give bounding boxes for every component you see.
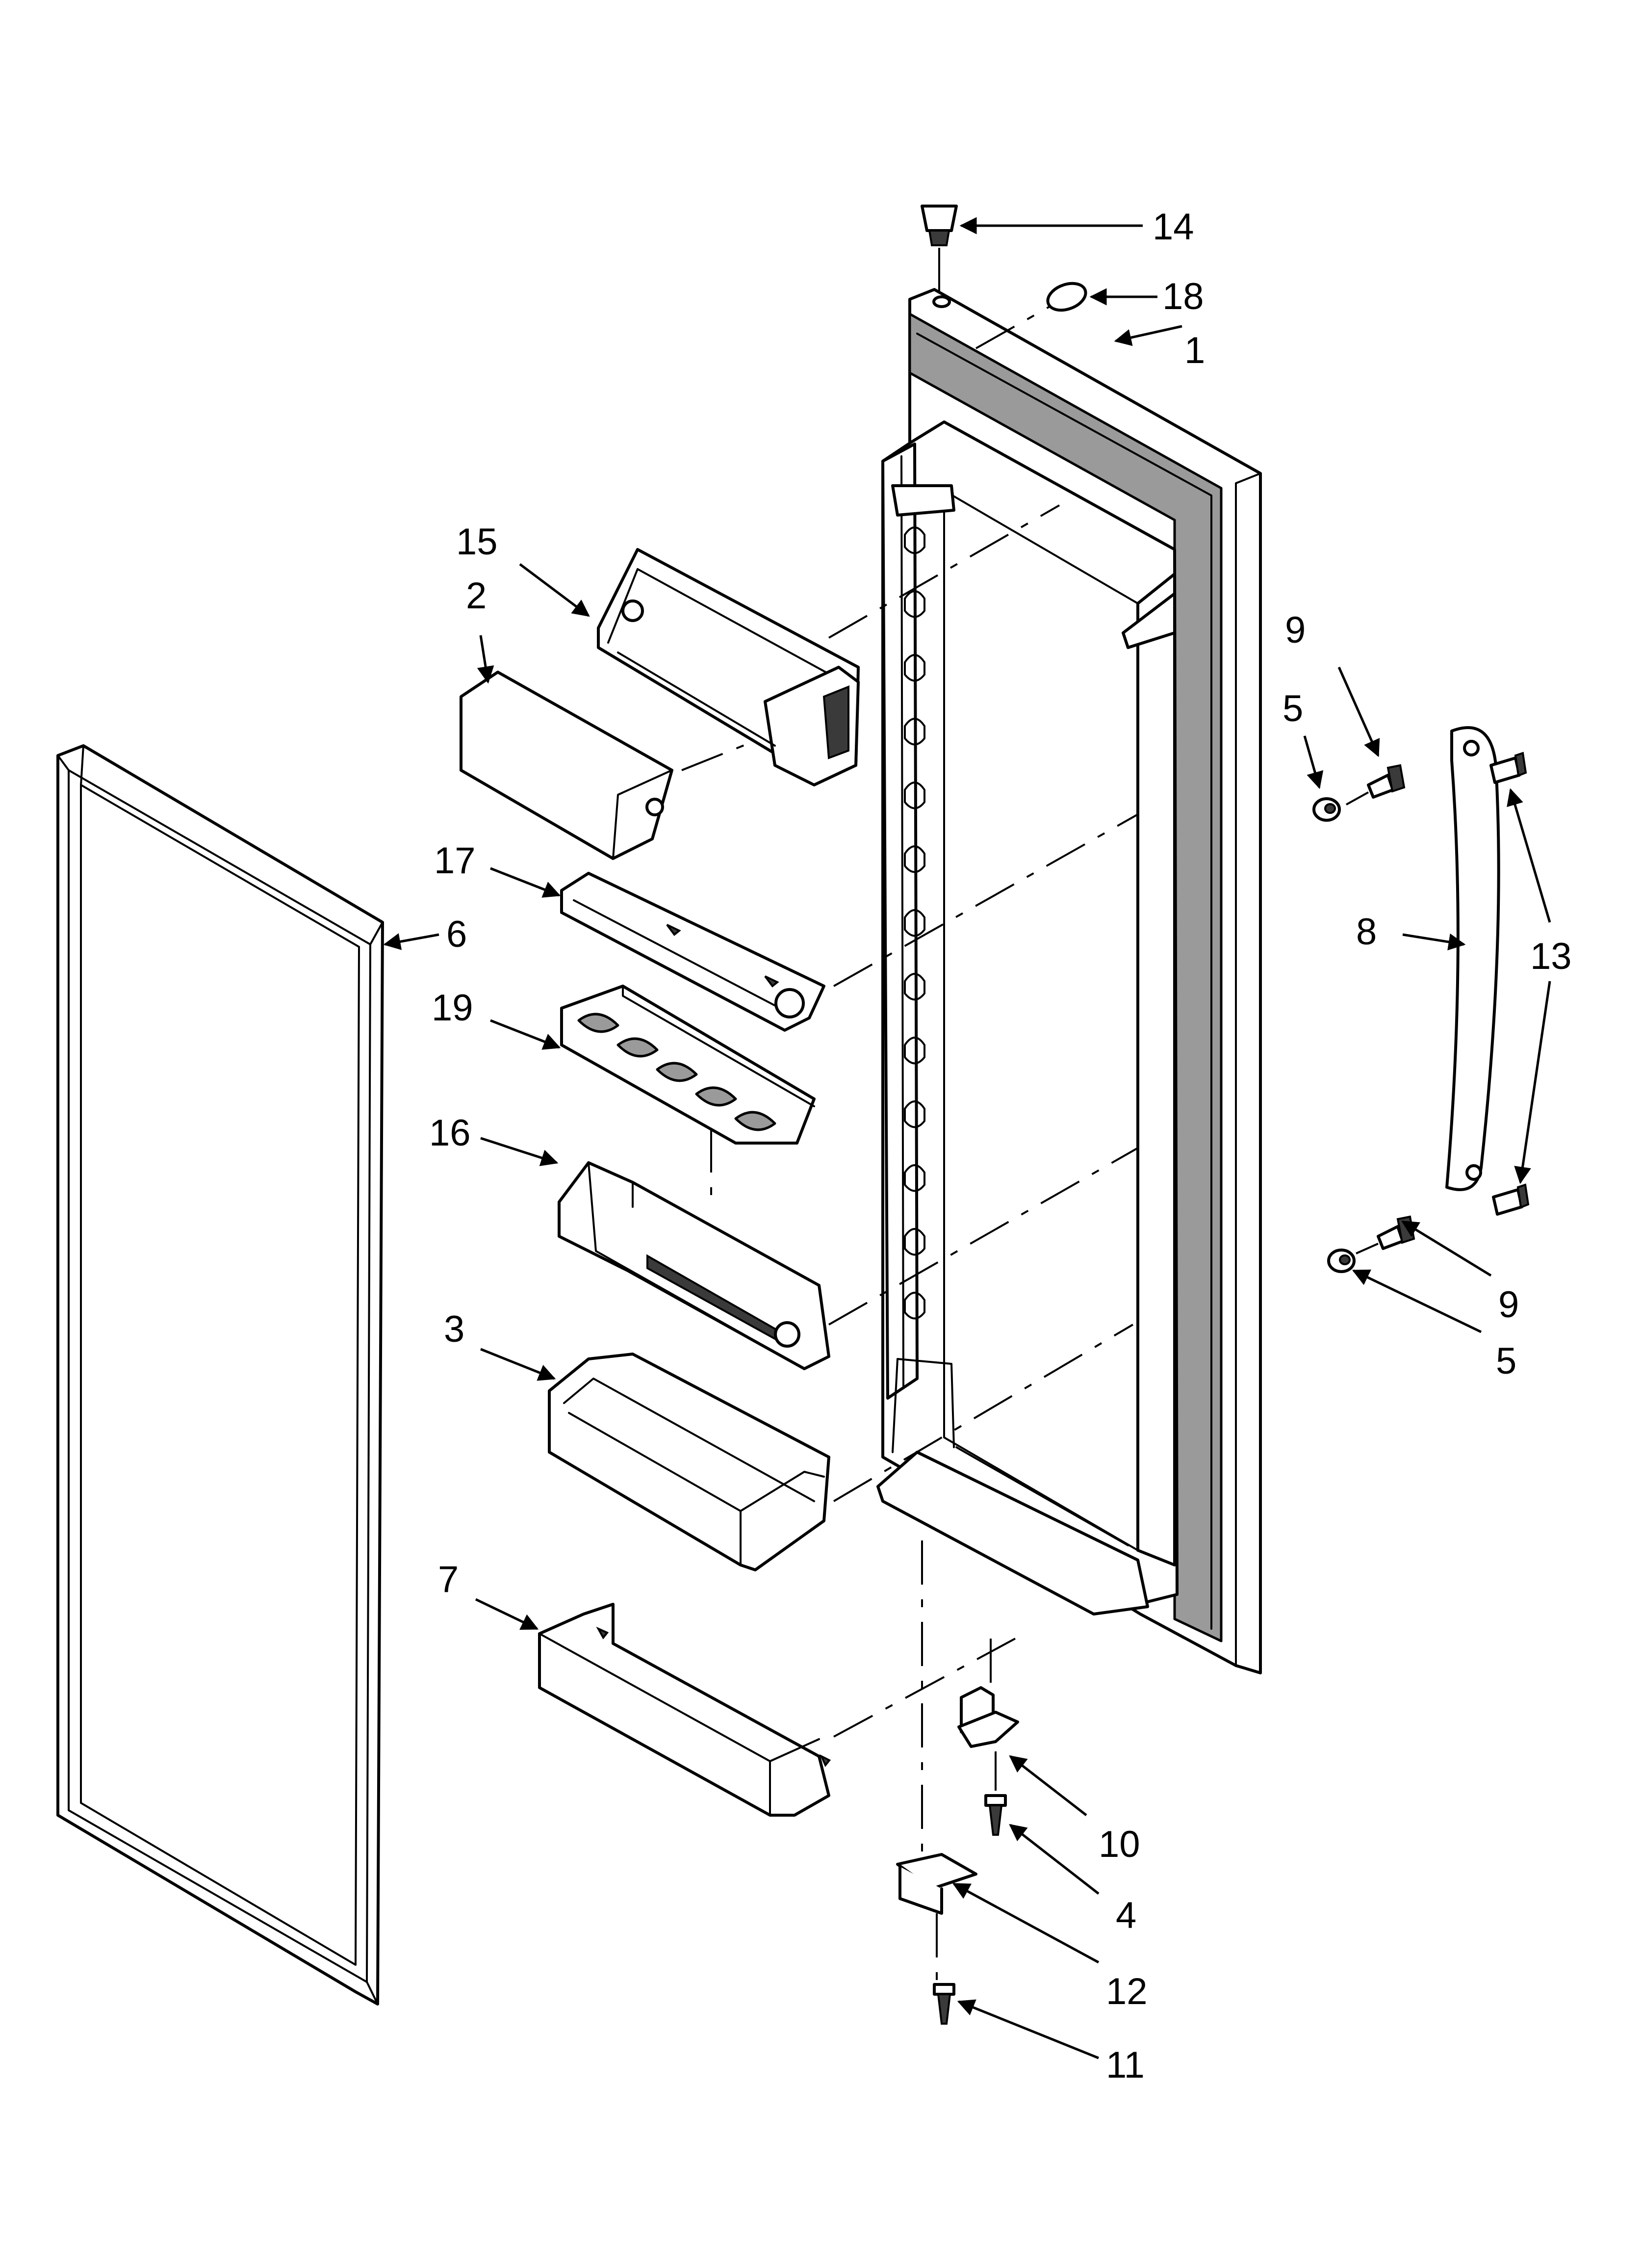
callout-17: 17 (434, 840, 476, 882)
callout-1: 1 (1184, 330, 1205, 371)
mounting-screw-lower (1377, 1215, 1415, 1250)
callout-6: 6 (446, 913, 467, 955)
callout-16: 16 (429, 1112, 471, 1154)
callout-19: 19 (432, 987, 473, 1029)
refrigerator-door (876, 288, 1262, 1674)
callout-2: 2 (466, 575, 487, 617)
callout-15: 15 (456, 521, 498, 563)
dairy-door (460, 671, 673, 860)
leader-arrows (383, 217, 1551, 2059)
callout-5-upper: 5 (1283, 688, 1303, 730)
door-handle (1445, 726, 1500, 1191)
seal-disc (975, 282, 1087, 349)
callout-9-lower: 9 (1498, 1284, 1519, 1326)
callout-12: 12 (1106, 1971, 1148, 2012)
handle-screw-top (1489, 752, 1527, 784)
callout-7: 7 (438, 1559, 459, 1600)
callout-11: 11 (1106, 2044, 1145, 2086)
hinge-pin (957, 1686, 1019, 1748)
callout-14: 14 (1153, 206, 1194, 248)
door-gasket (56, 744, 384, 2006)
door-bin (548, 1353, 830, 1571)
callout-5-lower: 5 (1496, 1340, 1516, 1382)
shelf-notches (904, 526, 925, 1320)
assembly-lines (681, 504, 1379, 1982)
callout-labels: 14 18 1 15 2 9 5 17 6 8 13 19 16 9 3 5 7… (429, 206, 1572, 2086)
bracket-screw (933, 1983, 955, 2025)
door-rail (560, 872, 825, 1032)
callout-3: 3 (444, 1308, 464, 1350)
mounting-screw-upper (1367, 764, 1406, 799)
callout-4: 4 (1116, 1895, 1136, 1936)
callout-13: 13 (1530, 936, 1572, 977)
egg-tray (560, 985, 816, 1145)
spacer-lower (1327, 1249, 1356, 1273)
handle-screw-bottom (1492, 1183, 1530, 1216)
callout-18: 18 (1162, 276, 1204, 317)
dairy-housing (597, 548, 860, 786)
callout-10: 10 (1099, 1824, 1140, 1865)
small-bin (538, 1603, 831, 1817)
door-plug (921, 205, 958, 294)
hinge-bracket (896, 1853, 977, 1915)
hinge-screw (984, 1794, 1007, 1836)
spacer-upper (1312, 797, 1341, 822)
callout-9-upper: 9 (1285, 609, 1306, 651)
shelf-bin (558, 1161, 830, 1370)
callout-8: 8 (1356, 911, 1377, 953)
